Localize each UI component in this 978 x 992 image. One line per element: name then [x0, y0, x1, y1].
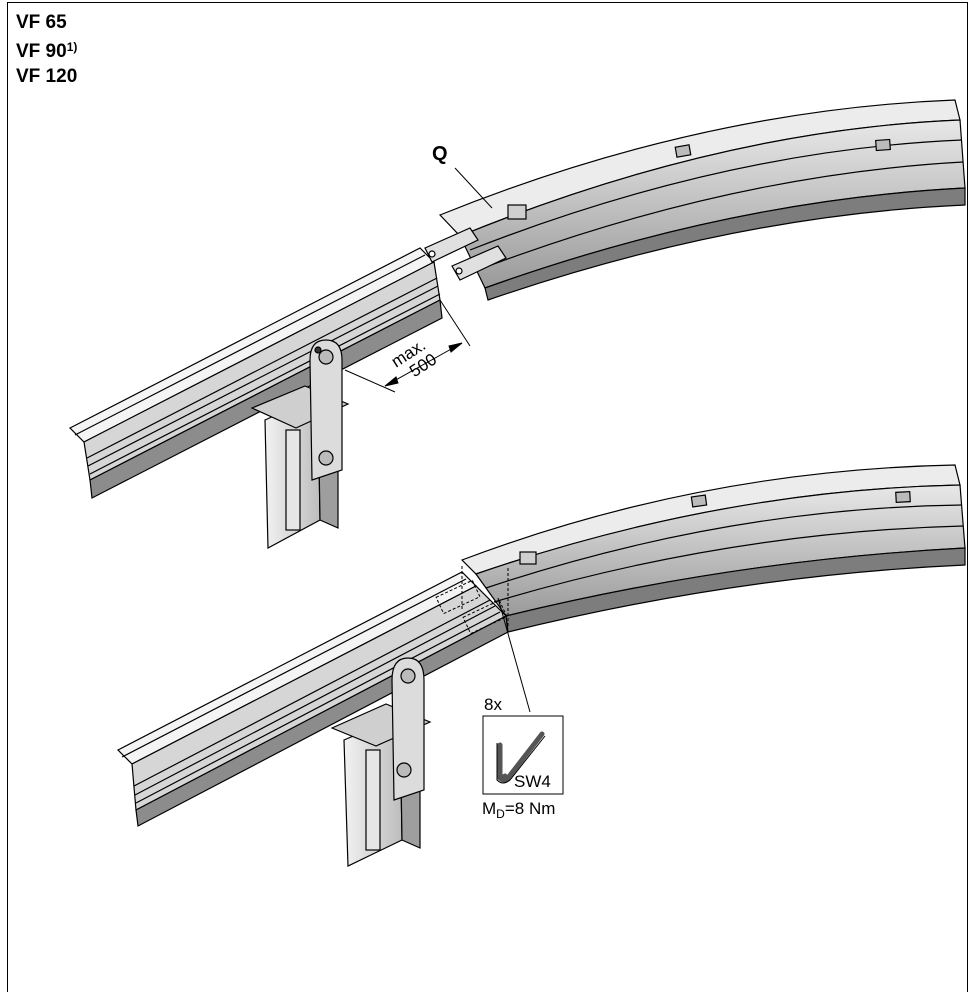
torque-symbol: M	[482, 799, 496, 818]
dimension-line	[344, 299, 471, 393]
model-vf65: VF 65	[16, 12, 67, 33]
callout-q: Q	[432, 143, 448, 165]
torque-spec: MD=8 Nm	[482, 799, 555, 821]
allen-key-outline	[496, 735, 546, 784]
model-vf120: VF 120	[16, 66, 78, 87]
top-clamp	[309, 339, 343, 481]
bottom-curved-rail	[460, 464, 966, 633]
torque-value: =8 Nm	[505, 799, 556, 818]
bottom-clamp	[391, 657, 425, 801]
tool-size: SW4	[514, 772, 551, 791]
torque-subscript: D	[496, 807, 505, 821]
top-curved-rail	[438, 99, 966, 301]
top-straight-rail	[68, 247, 443, 499]
model-vf90: VF 901)	[16, 35, 77, 64]
footnote-ref: 1)	[66, 40, 78, 54]
tool-quantity: 8x	[484, 695, 502, 714]
tool-leader-line	[497, 597, 531, 713]
callout-q-leader	[454, 167, 493, 209]
bottom-straight-rail	[116, 571, 509, 827]
drawing-frame	[7, 2, 968, 992]
top-connectors	[424, 227, 507, 281]
allen-key-icon	[497, 731, 545, 783]
model-vf90-label: VF 90	[16, 41, 67, 62]
model-list: VF 65 VF 901) VF 120	[16, 10, 77, 89]
